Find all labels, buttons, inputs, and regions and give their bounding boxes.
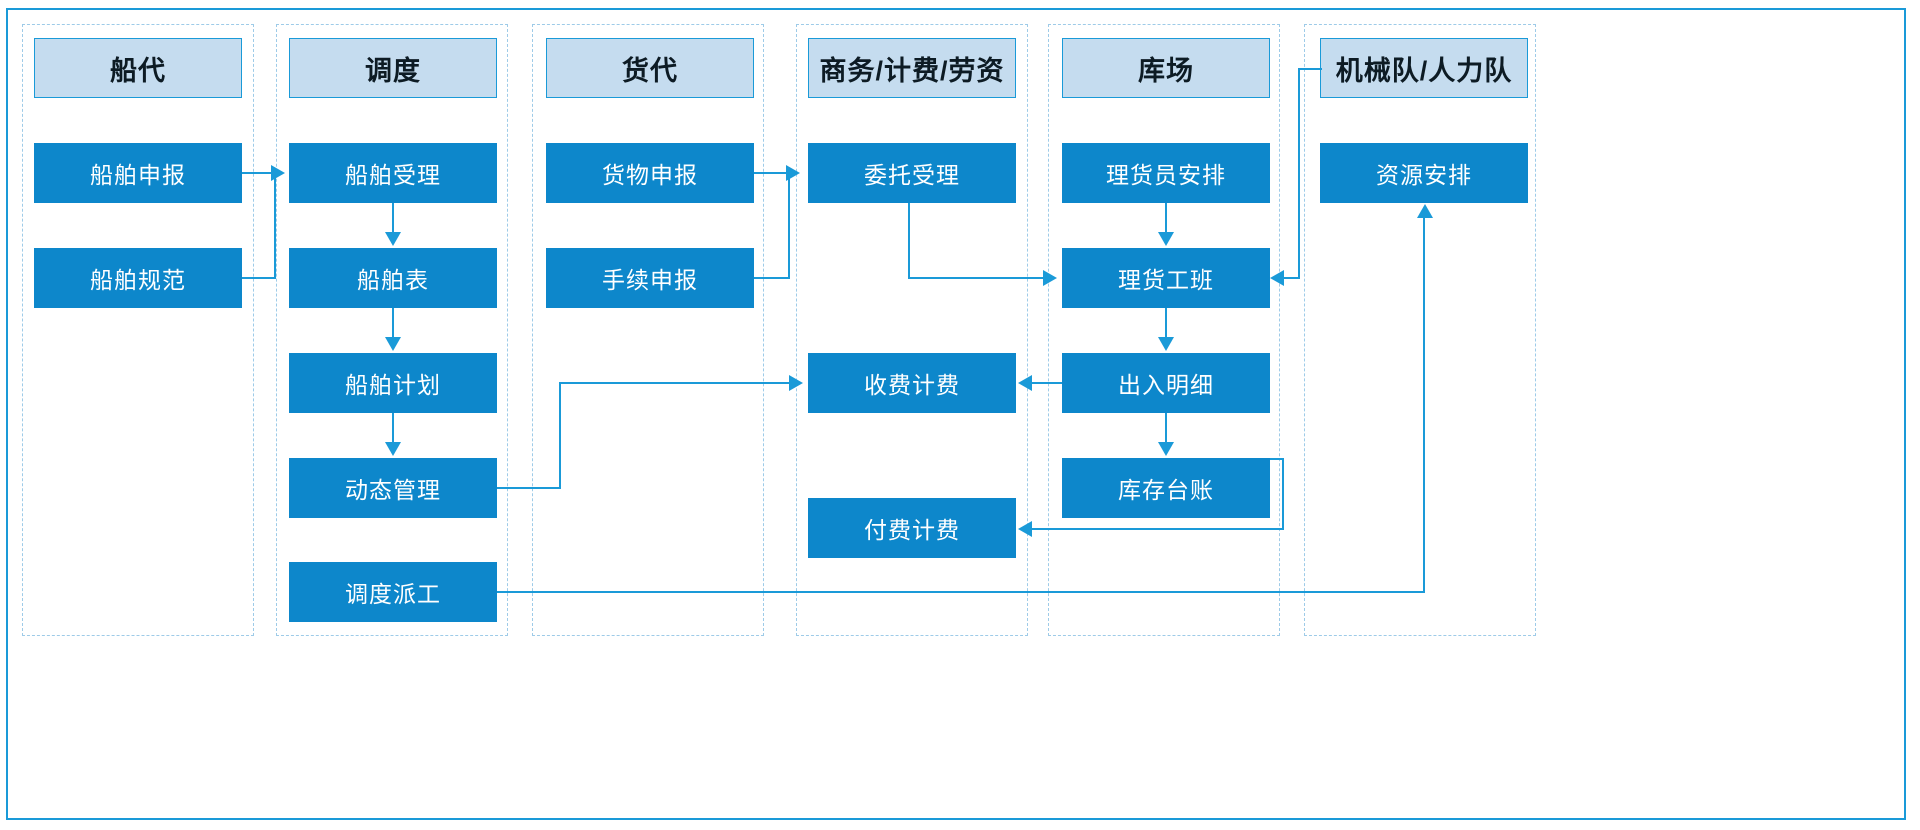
edge-gongban-to-churu-line	[1165, 308, 1167, 339]
edge-paigong-up	[1423, 218, 1425, 593]
node-ziyuan-anpai[interactable]: 资源安排	[1320, 143, 1528, 203]
edge-jixiedui-to-gongban-arrow	[1270, 270, 1284, 286]
node-dongtai-guanli[interactable]: 动态管理	[289, 458, 497, 518]
edge-kucun-to-fufei-line	[1032, 528, 1284, 530]
edge-churu-to-shoufei-arrow	[1018, 375, 1032, 391]
node-lihuoyuan-anpai[interactable]: 理货员安排	[1062, 143, 1270, 203]
node-chuanbo-shenbao[interactable]: 船舶申报	[34, 143, 242, 203]
node-fufei-jifei[interactable]: 付费计费	[808, 498, 1016, 558]
edge-shouxu-up	[788, 172, 790, 279]
node-lihuo-gongban[interactable]: 理货工班	[1062, 248, 1270, 308]
edge-weituo-to-gongban-arrow	[1043, 270, 1057, 286]
lane-header-huodai: 货代	[546, 38, 754, 98]
edge-guifan-join	[258, 172, 276, 174]
edge-shouli-to-biao-line	[392, 203, 394, 234]
node-chuanbo-guifan[interactable]: 船舶规范	[34, 248, 242, 308]
edge-lihuoyuan-to-gongban-arrow	[1158, 232, 1174, 246]
edge-shouxu-right	[754, 277, 790, 279]
node-shouxu-shenbao[interactable]: 手续申报	[546, 248, 754, 308]
lane-header-jixiedui: 机械队/人力队	[1320, 38, 1528, 98]
edge-dongtai-up	[559, 382, 561, 489]
node-diaodu-paigong[interactable]: 调度派工	[289, 562, 497, 622]
edge-dongtai-to-shoufei-line	[559, 382, 791, 384]
node-chuanbo-jihua[interactable]: 船舶计划	[289, 353, 497, 413]
edge-guifan-right	[242, 277, 276, 279]
node-chuanbo-biao[interactable]: 船舶表	[289, 248, 497, 308]
edge-dongtai-right	[497, 487, 561, 489]
edge-gongban-to-churu-arrow	[1158, 337, 1174, 351]
edge-lihuoyuan-to-gongban-line	[1165, 203, 1167, 234]
edge-dongtai-to-shoufei-arrow	[789, 375, 803, 391]
lane-header-diaodu: 调度	[289, 38, 497, 98]
lane-chuandai	[22, 24, 254, 636]
edge-churu-to-kucun-line	[1165, 413, 1167, 444]
edge-kucun-to-fufei-arrow	[1018, 521, 1032, 537]
node-weituo-shouli[interactable]: 委托受理	[808, 143, 1016, 203]
lane-header-kuchang: 库场	[1062, 38, 1270, 98]
edge-jihua-to-dongtai-line	[392, 413, 394, 444]
edge-biao-to-jihua-arrow	[385, 337, 401, 351]
edge-paigong-right	[497, 591, 1425, 593]
edge-weituo-to-gongban-line	[908, 277, 1044, 279]
node-huowu-shenbao[interactable]: 货物申报	[546, 143, 754, 203]
edge-kucun-top-right	[1270, 458, 1284, 460]
lane-shangwu	[796, 24, 1028, 636]
edge-churu-to-shoufei-line	[1032, 382, 1062, 384]
lane-header-shangwu: 商务/计费/劳资	[808, 38, 1016, 98]
edge-biao-to-jihua-line	[392, 308, 394, 339]
node-chuanbo-shouli[interactable]: 船舶受理	[289, 143, 497, 203]
lane-jixiedui	[1304, 24, 1536, 636]
lane-header-chuandai: 船代	[34, 38, 242, 98]
edge-guifan-up	[274, 172, 276, 279]
lane-diaodu	[276, 24, 508, 636]
edge-shouli-to-biao-arrow	[385, 232, 401, 246]
edge-kucun-right-down	[1282, 458, 1284, 530]
edge-jixiedui-down	[1298, 68, 1300, 279]
edge-paigong-to-ziyuan-arrow	[1417, 204, 1433, 218]
node-shoufei-jifei[interactable]: 收费计费	[808, 353, 1016, 413]
edge-jihua-to-dongtai-arrow	[385, 442, 401, 456]
edge-jixiedui-to-gongban-line	[1284, 277, 1300, 279]
edge-jixiedui-header-left	[1298, 68, 1322, 70]
node-kucun-taizhang[interactable]: 库存台账	[1062, 458, 1270, 518]
lane-huodai	[532, 24, 764, 636]
edge-churu-to-kucun-arrow	[1158, 442, 1174, 456]
edge-weituo-down	[908, 203, 910, 278]
node-churu-mingxi[interactable]: 出入明细	[1062, 353, 1270, 413]
edge-shouxu-join	[772, 172, 790, 174]
lane-kuchang	[1048, 24, 1280, 636]
